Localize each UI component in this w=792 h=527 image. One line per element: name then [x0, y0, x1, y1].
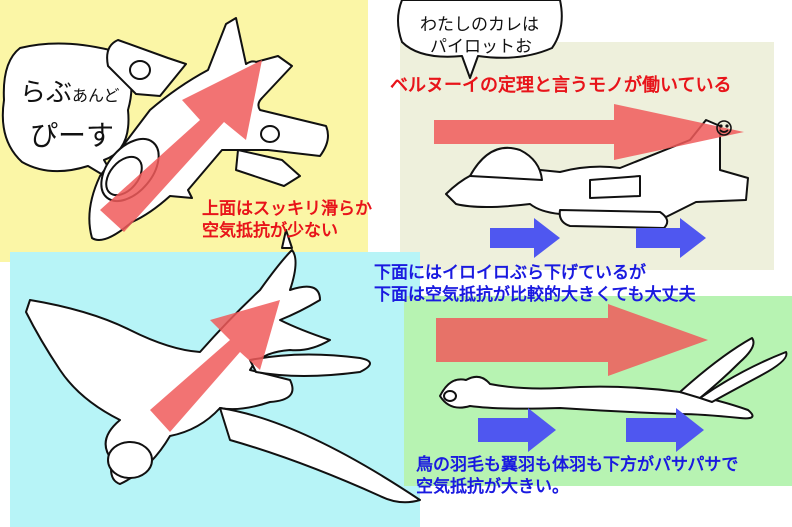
bubble-left-small: あんど — [72, 86, 120, 105]
red-arrow-bird-side — [436, 304, 708, 376]
bubble-top-line2: パイロットお — [430, 37, 532, 57]
bernoulli-caption: ベルヌーイの定理と言うモノが働いている — [390, 75, 732, 96]
bird-side-icon — [439, 337, 788, 420]
blue-arrow-3 — [478, 408, 556, 452]
upper-surface-caption-line1: 上面はスッキリ滑らか — [202, 199, 372, 219]
jet-side-icon — [445, 119, 749, 229]
speech-bubble-top — [397, 0, 563, 79]
red-arrow-bird-top — [150, 300, 280, 432]
bird-caption-line2: 空気抵抗が大きい。 — [416, 477, 569, 497]
lower-surface-caption-line1: 下面にはイロイロぶら下げているが — [374, 263, 646, 283]
lower-surface-caption-line2: 下面は空気抵抗が比較的大きくても大丈夫 — [374, 285, 696, 305]
smiley-icon — [716, 120, 732, 136]
red-arrow-jet-top — [100, 60, 262, 232]
bird-caption-line1: 鳥の羽毛も翼羽も体羽も下方がパサパサで — [416, 455, 739, 475]
blue-arrow-2 — [636, 218, 706, 258]
bubble-left-line2: ぴーす — [30, 119, 115, 152]
blue-arrow-1 — [490, 218, 560, 258]
upper-surface-caption-line2: 空気抵抗が少ない — [202, 221, 338, 241]
blue-arrow-4 — [626, 408, 704, 452]
bubble-left-word1: らぶ — [20, 78, 73, 108]
bubble-left-line1: らぶあんど — [20, 72, 120, 109]
red-arrow-jet-side — [434, 104, 744, 160]
bubble-top-line1: わたしのカレは — [420, 15, 539, 35]
